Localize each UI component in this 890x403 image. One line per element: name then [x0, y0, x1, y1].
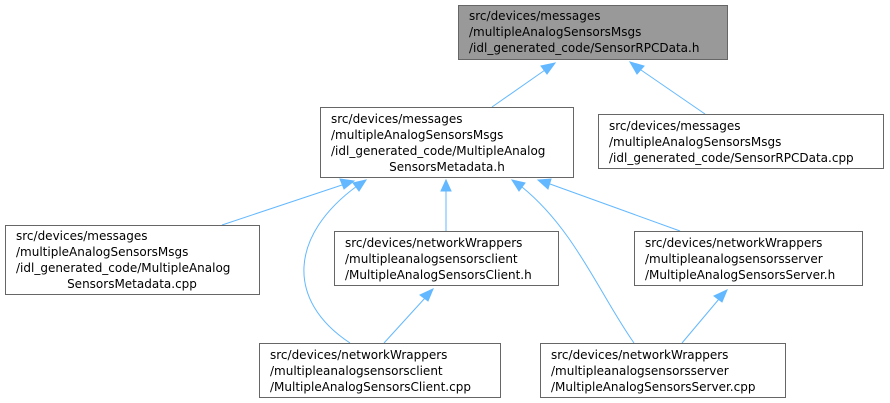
node-line: /idl_generated_code/MultipleAnalog [331, 144, 545, 158]
node-line: src/devices/messages [469, 9, 600, 23]
node-multiple-analog-sensors-client-h[interactable]: src/devices/networkWrappers /multipleana… [334, 231, 559, 286]
node-line: src/devices/messages [609, 119, 740, 133]
node-line: /MultipleAnalogSensorsClient.cpp [270, 380, 471, 394]
node-line: /MultipleAnalogSensorsClient.h [345, 268, 532, 282]
node-multiple-analog-sensors-server-h[interactable]: src/devices/networkWrappers /multipleana… [634, 231, 863, 286]
node-line: /multipleAnalogSensorsMsgs [16, 245, 188, 259]
node-line: /MultipleAnalogSensorsServer.h [645, 268, 835, 282]
node-line: /multipleanalogsensorsserver [551, 364, 729, 378]
node-line: /multipleAnalogSensorsMsgs [331, 128, 503, 142]
edge-server-h-to-metadata-h [536, 178, 681, 232]
edge-client-h-to-metadata-h [440, 178, 452, 231]
node-line: /multipleAnalogSensorsMsgs [469, 25, 641, 39]
edge-server-cpp-to-server-h [681, 289, 728, 344]
node-line: /MultipleAnalogSensorsServer.cpp [551, 380, 755, 394]
edge-metadata-h-to-sensor-rpc-h [491, 62, 557, 108]
node-line: /idl_generated_code/MultipleAnalog [16, 261, 230, 275]
node-line: /multipleanalogsensorsclient [270, 364, 443, 378]
node-line: src/devices/networkWrappers [645, 236, 822, 250]
node-line: src/devices/messages [331, 112, 462, 126]
node-multiple-analog-sensors-client-cpp[interactable]: src/devices/networkWrappers /multipleana… [259, 343, 501, 398]
edge-client-cpp-to-metadata-h [303, 179, 368, 344]
node-line: src/devices/networkWrappers [345, 236, 522, 250]
node-multiple-analog-sensors-server-cpp[interactable]: src/devices/networkWrappers /multipleana… [540, 343, 786, 398]
node-line: /multipleAnalogSensorsMsgs [609, 135, 781, 149]
node-multiple-analog-sensors-metadata-cpp[interactable]: src/devices/messages /multipleAnalogSens… [5, 225, 260, 295]
node-line: /multipleanalogsensorsserver [645, 252, 823, 266]
node-line: /idl_generated_code/SensorRPCData.cpp [609, 151, 854, 165]
node-line: SensorsMetadata.cpp [67, 277, 197, 291]
node-line: SensorsMetadata.h [389, 160, 505, 174]
node-sensor-rpc-data-h[interactable]: src/devices/messages /multipleAnalogSens… [458, 5, 728, 60]
node-multiple-analog-sensors-metadata-h[interactable]: src/devices/messages /multipleAnalogSens… [320, 107, 574, 178]
node-sensor-rpc-data-cpp[interactable]: src/devices/messages /multipleAnalogSens… [598, 114, 884, 169]
node-line: src/devices/messages [16, 229, 147, 243]
node-line: /multipleanalogsensorsclient [345, 252, 518, 266]
edge-sensor-rpc-cpp-to-sensor-rpc-h [628, 61, 706, 115]
node-line: /idl_generated_code/SensorRPCData.h [469, 41, 699, 55]
edge-server-cpp-to-metadata-h [510, 179, 635, 344]
node-line: src/devices/networkWrappers [270, 348, 447, 362]
edge-client-cpp-to-client-h [383, 288, 434, 344]
node-line: src/devices/networkWrappers [551, 348, 728, 362]
edge-metadata-cpp-to-metadata-h [221, 178, 356, 226]
